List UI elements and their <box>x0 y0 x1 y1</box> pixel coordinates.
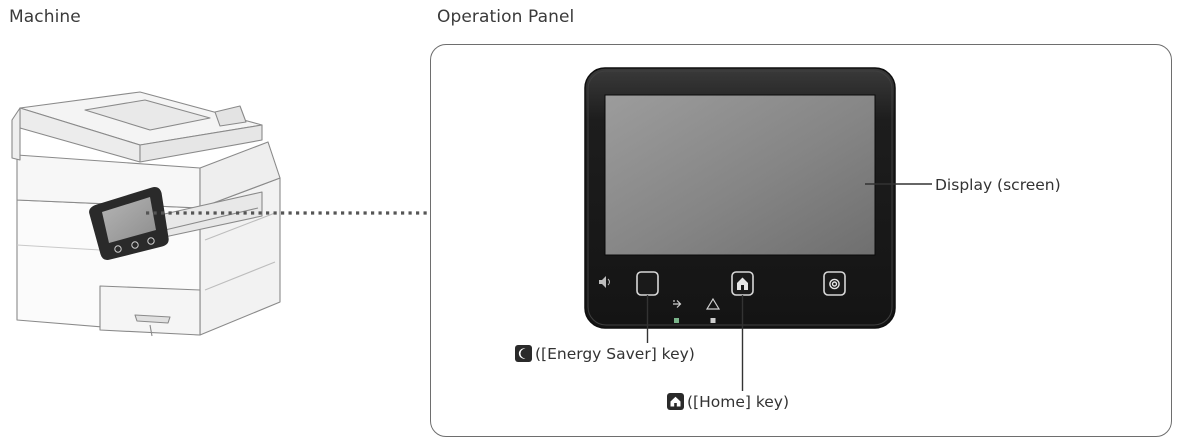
display-callout: Display (screen) <box>935 176 1061 194</box>
moon-icon <box>515 345 532 362</box>
energy-saver-key[interactable] <box>636 271 659 296</box>
home-callout-text: ([Home] key) <box>687 393 790 411</box>
printer-illustration <box>11 91 281 337</box>
operation-panel-device <box>584 67 896 329</box>
operation-panel-frame <box>430 44 1172 437</box>
data-indicator <box>673 300 682 323</box>
energy-saver-callout: ([Energy Saver] key) <box>515 345 695 363</box>
home-icon <box>667 393 684 410</box>
power-key[interactable] <box>823 271 846 296</box>
operation-panel-label: Operation Panel <box>437 7 575 27</box>
home-icon <box>737 277 748 290</box>
warning-icon <box>705 297 721 310</box>
machine-label: Machine <box>9 7 81 27</box>
home-key[interactable] <box>731 271 754 296</box>
energy-saver-callout-text: ([Energy Saver] key) <box>535 345 695 363</box>
power-icon <box>829 278 840 290</box>
display-callout-text: Display (screen) <box>935 176 1061 194</box>
error-indicator <box>705 297 721 323</box>
display-screen[interactable] <box>604 94 876 256</box>
leader-lines <box>646 183 932 391</box>
home-callout: ([Home] key) <box>667 393 789 411</box>
arrow-right-icon <box>673 300 682 308</box>
speaker-icon <box>599 276 610 288</box>
